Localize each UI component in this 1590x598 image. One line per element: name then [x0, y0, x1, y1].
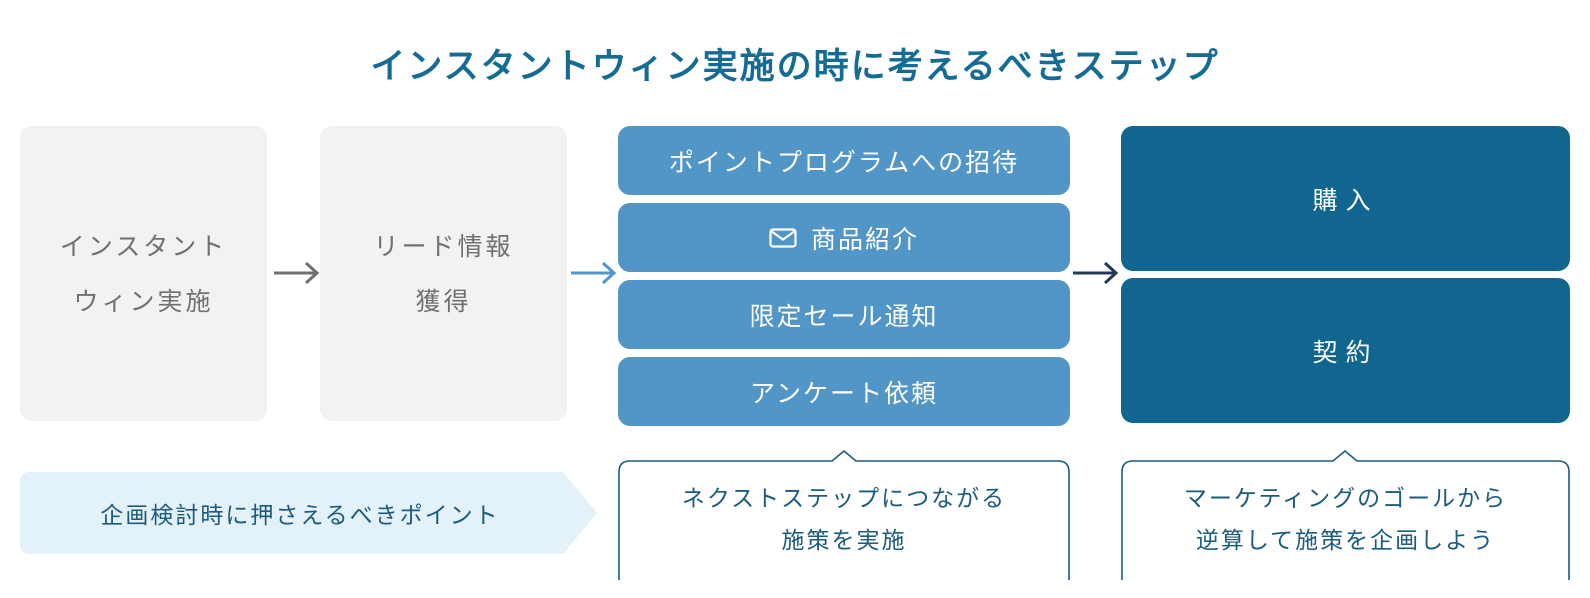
arrow-right-icon	[274, 261, 320, 285]
step-box-lead-info: リード情報 獲得	[320, 126, 567, 421]
next-step-label: 限定セール通知	[749, 301, 939, 331]
arrow-right-icon	[571, 261, 617, 285]
goal-box-purchase: 購入	[1121, 126, 1570, 271]
next-step-callout-text: ネクストステップにつながる 施策を実施	[618, 455, 1070, 585]
next-step-callout-line1: ネクストステップにつながる	[681, 486, 1007, 512]
step-box-lead-info-line1: リード情報	[373, 231, 514, 261]
arrow-right-icon	[1073, 261, 1119, 285]
step-box-instant-win-line1: インスタント	[59, 231, 228, 261]
next-step-box: ポイントプログラムへの招待	[618, 126, 1070, 195]
step-box-instant-win-line2: ウィン実施	[73, 286, 214, 316]
next-step-callout-line2: 施策を実施	[781, 528, 907, 554]
goal-callout-text: マーケティングのゴールから 逆算して施策を企画しよう	[1121, 455, 1570, 585]
next-step-label: アンケート依頼	[749, 378, 938, 408]
next-step-callout: ネクストステップにつながる 施策を実施	[618, 450, 1070, 580]
next-step-box: 限定セール通知	[618, 280, 1070, 349]
step-box-instant-win: インスタント ウィン実施	[20, 126, 267, 421]
goal-box-contract: 契約	[1121, 278, 1570, 423]
callout-shape	[1121, 450, 1570, 580]
step-box-lead-info-line2: 獲得	[415, 286, 472, 316]
point-banner-shape	[20, 472, 597, 554]
next-step-box: アンケート依頼	[618, 357, 1070, 426]
goal-callout-line1: マーケティングのゴールから	[1183, 486, 1508, 512]
callout-shape	[618, 450, 1070, 580]
point-banner-text: 企画検討時に押さえるべきポイント	[100, 503, 500, 529]
goal-label: 契約	[1312, 337, 1379, 367]
next-step-label: ポイントプログラムへの招待	[668, 147, 1020, 177]
goal-callout-line2: 逆算して施策を企画しよう	[1195, 528, 1496, 554]
mail-icon	[769, 227, 797, 248]
goal-callout: マーケティングのゴールから 逆算して施策を企画しよう	[1121, 450, 1570, 580]
next-step-label: 商品紹介	[810, 224, 919, 254]
diagram-title: インスタントウィン実施の時に考えるべきステップ	[370, 47, 1220, 87]
goal-label: 購入	[1312, 185, 1379, 215]
next-step-box: 商品紹介	[618, 203, 1070, 272]
point-banner: 企画検討時に押さえるべきポイント	[20, 472, 600, 554]
